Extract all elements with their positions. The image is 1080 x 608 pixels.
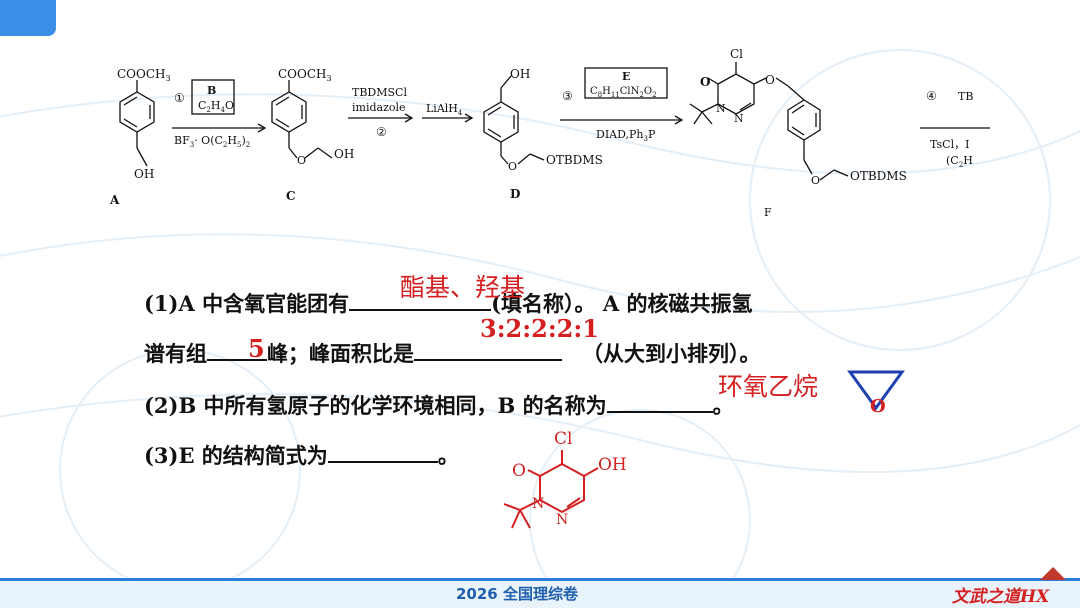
q1-text-a: (1)A 中含氧官能团有 bbox=[144, 291, 350, 316]
compound-label-d: D bbox=[510, 187, 520, 201]
answer-blank-2 bbox=[207, 339, 267, 361]
reagent-b-formula: C2H4O bbox=[198, 99, 234, 114]
q2-text: (2)B 中所有氢原子的化学环境相同，B 的名称为 bbox=[144, 393, 607, 418]
step5-reagent: TB bbox=[958, 90, 973, 103]
step5-circle: ④ bbox=[926, 89, 937, 103]
reagent-e-label: E bbox=[622, 70, 630, 83]
f-otbdms: OTBDMS bbox=[850, 169, 907, 183]
question-3: (3)E 的结构简式为 。 bbox=[144, 440, 459, 470]
step5-cond-2: (C2H bbox=[946, 154, 973, 169]
step2-reagent-2: imidazole bbox=[352, 101, 406, 114]
footer-bar bbox=[0, 580, 1080, 608]
f-o-ether: O bbox=[765, 73, 775, 87]
q2-end: 。 bbox=[712, 393, 734, 418]
answer-blank-3 bbox=[414, 339, 562, 361]
reagent-e-formula: C8H11ClN2O2 bbox=[590, 86, 657, 99]
e-n2: N bbox=[556, 512, 568, 528]
corner-tab bbox=[0, 0, 56, 36]
step2-reagent-1: TBDMSCl bbox=[352, 86, 407, 99]
f-o-carbonyl: O bbox=[700, 75, 710, 89]
q3-text: (3)E 的结构简式为 bbox=[144, 443, 328, 468]
f-n1: N bbox=[716, 102, 726, 115]
footer-logo: 文武之道HX bbox=[952, 587, 1050, 607]
f-n2: N bbox=[734, 112, 744, 125]
question-1-line-1: (1)A 中含氧官能团有 (填名称）。 A 的核磁共振氢 bbox=[144, 288, 752, 318]
d-otbdms: OTBDMS bbox=[546, 153, 603, 167]
step4-circle: ③ bbox=[562, 89, 573, 103]
footer-title: 2026 全国理综卷 bbox=[456, 585, 578, 603]
scroll-up-icon[interactable] bbox=[1040, 567, 1066, 581]
answer-blank-5 bbox=[327, 441, 438, 463]
reagent-b-label: B bbox=[207, 84, 216, 97]
e-o: O bbox=[512, 461, 526, 481]
answer-blank-4 bbox=[606, 391, 713, 413]
q3-end: 。 bbox=[437, 443, 459, 468]
c-cooch3: COOCH3 bbox=[278, 67, 332, 83]
e-oh: OH bbox=[598, 455, 627, 475]
step4-conditions: DIAD,Ph3P bbox=[596, 128, 656, 143]
d-ether-o: O bbox=[508, 160, 517, 173]
d-oh: OH bbox=[510, 67, 530, 81]
answer-e-structure: Cl OH O N N bbox=[503, 429, 627, 529]
f-o-chain: O bbox=[811, 174, 820, 187]
q1-text-b: (填名称）。 A 的核磁共振氢 bbox=[491, 291, 753, 316]
e-n1: N bbox=[532, 496, 544, 512]
a-oh: OH bbox=[134, 167, 154, 181]
compound-label-c: C bbox=[286, 189, 296, 203]
q1-text-d: 峰；峰面积比是 bbox=[267, 341, 414, 366]
answer-peak-count: 5 bbox=[248, 334, 265, 363]
step1-circle: ① bbox=[174, 91, 185, 105]
c-oh: OH bbox=[334, 147, 354, 161]
answer-b-name: 环氧乙烷 bbox=[718, 372, 819, 401]
answer-functional-groups: 酯基、羟基 bbox=[400, 273, 526, 302]
footer-line bbox=[0, 578, 1080, 581]
answer-area-ratio: 3:2:2:2:1 bbox=[480, 314, 599, 343]
q1-text-e: （从大到小排列）。 bbox=[582, 341, 761, 366]
a-cooch3: COOCH3 bbox=[117, 67, 171, 83]
question-2: (2)B 中所有氢原子的化学环境相同，B 的名称为 。 bbox=[144, 390, 734, 420]
c-ether-o: O bbox=[297, 154, 306, 167]
question-1-line-2: 谱有组 峰；峰面积比是 （从大到小排列）。 bbox=[144, 338, 761, 368]
f-cl: Cl bbox=[730, 47, 743, 61]
step3-reagent: LiAlH4 bbox=[426, 102, 463, 117]
e-cl: Cl bbox=[554, 429, 572, 449]
answer-blank-1 bbox=[349, 289, 492, 311]
compound-label-f: F bbox=[764, 206, 772, 219]
step2-circle: ② bbox=[376, 125, 387, 139]
q1-text-c: 谱有组 bbox=[144, 341, 207, 366]
compound-label-a: A bbox=[109, 193, 120, 207]
epoxide-structure: O bbox=[847, 370, 905, 416]
step1-catalyst: BF3· O(C2H5)2 bbox=[174, 134, 250, 149]
step5-cond-1: TsCl，I bbox=[930, 138, 969, 151]
reaction-scheme: A C D F COOCH3 OH ① B C2H4O BF3· O(C2H5)… bbox=[109, 47, 990, 219]
epoxide-o: O bbox=[870, 396, 886, 416]
